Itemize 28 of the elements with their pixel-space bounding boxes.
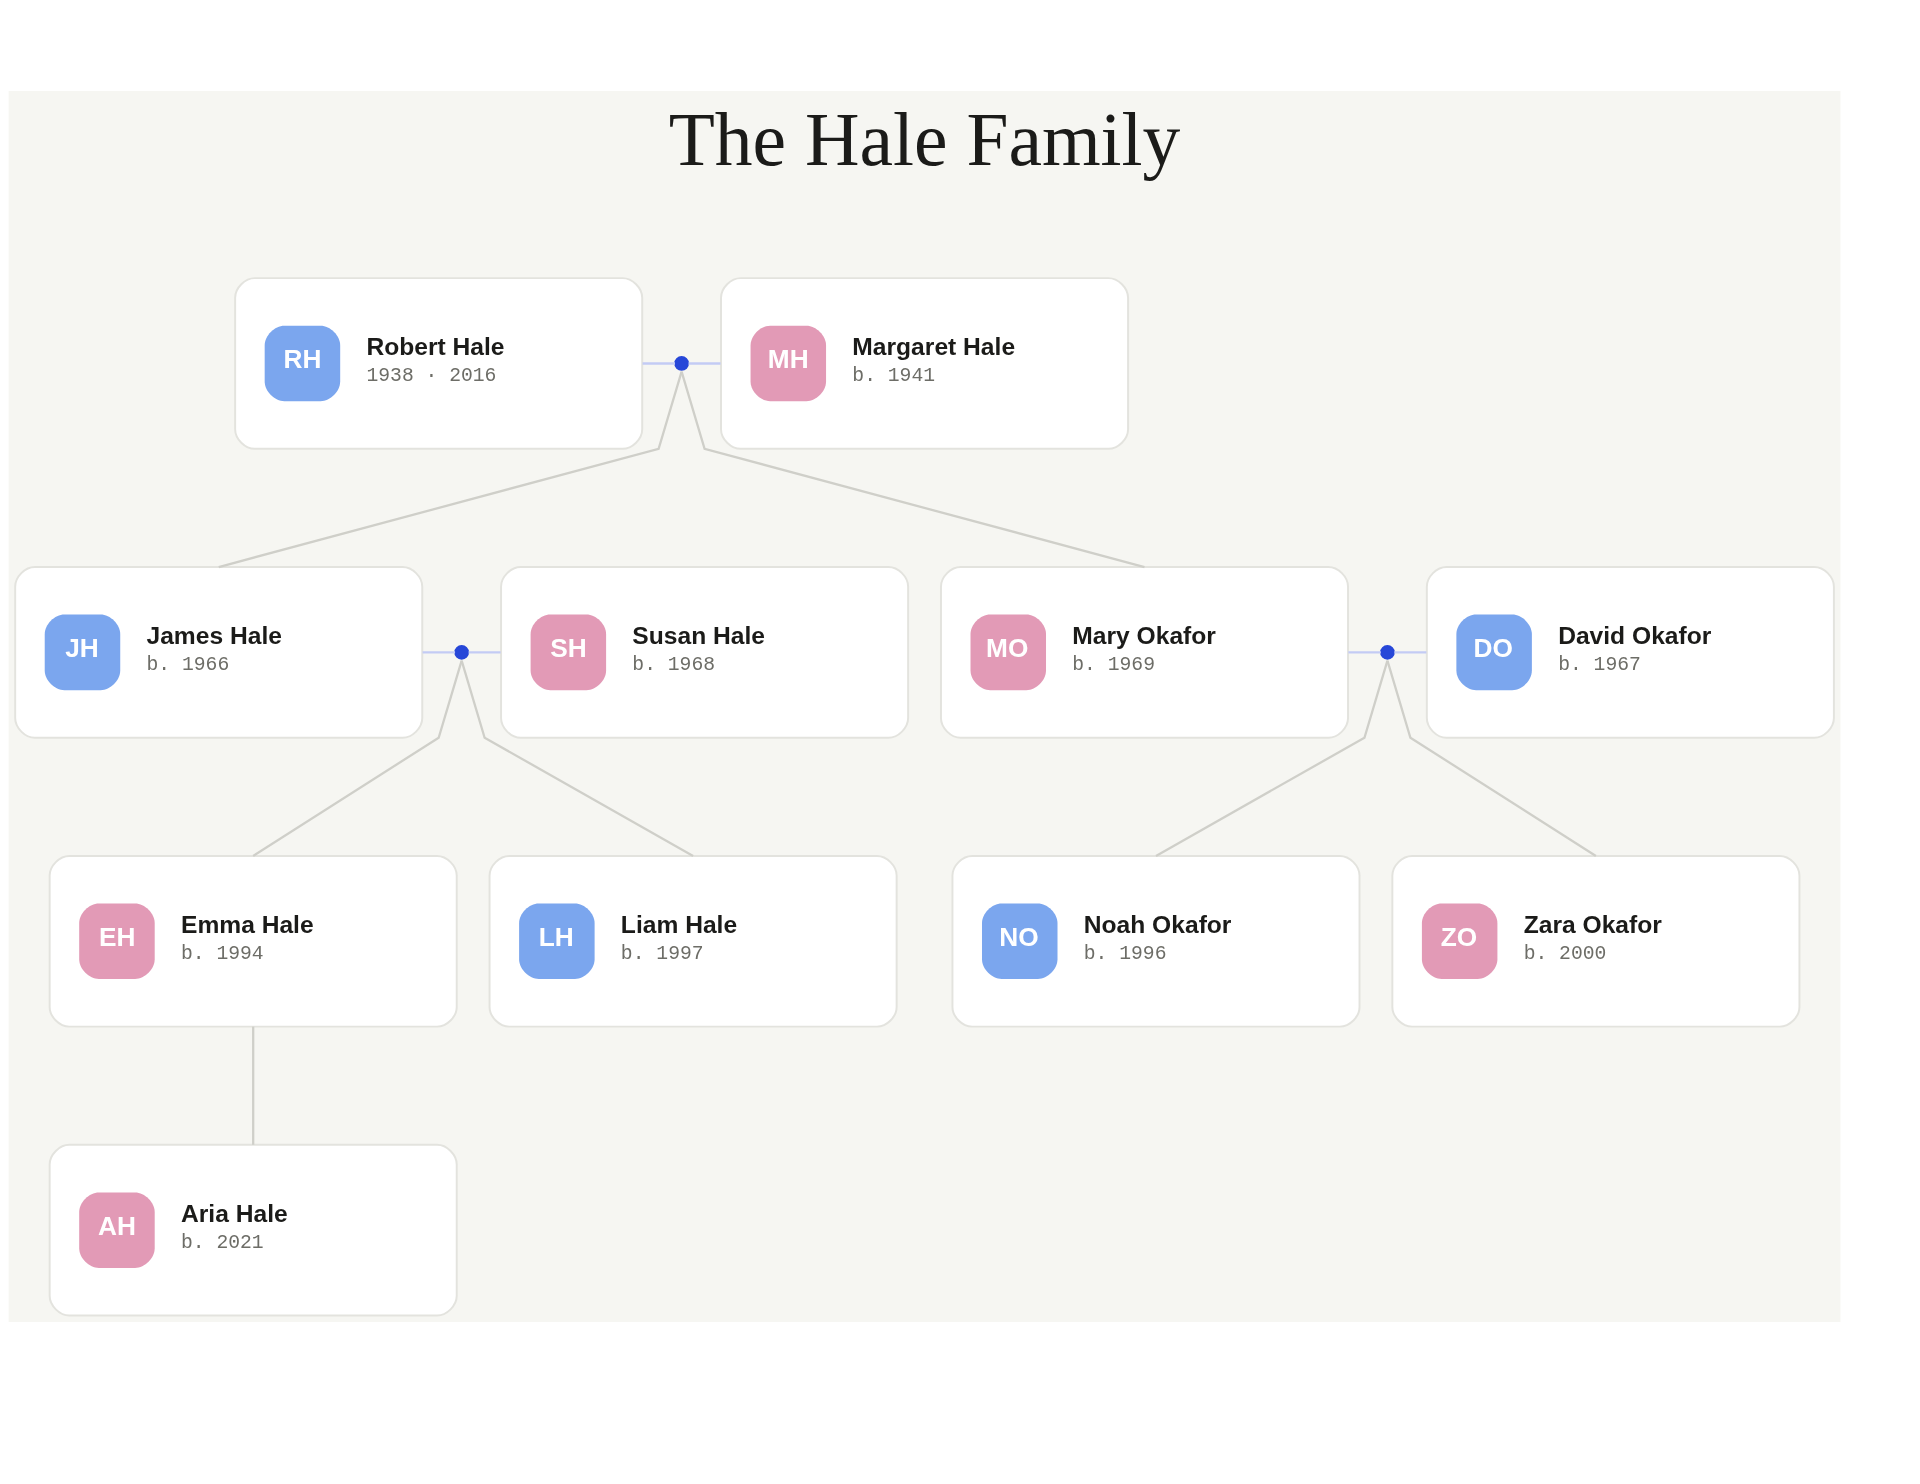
node-box: JH James Hale b. 1966 (14, 566, 424, 739)
connector (1394, 651, 1427, 654)
connector (1155, 660, 1389, 857)
connector (252, 1026, 255, 1145)
node-box: ZO Zara Okafor b. 2000 (1391, 854, 1801, 1028)
connector (1348, 651, 1381, 654)
node-box: LH Liam Hale b. 1997 (488, 854, 898, 1028)
connector (422, 651, 456, 654)
connector (642, 362, 675, 365)
node-box: MO Mary Okafor b. 1969 (939, 566, 1350, 739)
node-box: DO David Okafor b. 1967 (1425, 566, 1835, 739)
node-box: AH Aria Hale b. 2021 (48, 1143, 458, 1317)
connector (468, 651, 501, 654)
connector (460, 660, 694, 857)
connector (218, 371, 683, 569)
node-box: SH Susan Hale b. 1968 (500, 566, 910, 739)
node-box: EH Emma Hale b. 1994 (48, 854, 458, 1028)
node-circle (454, 645, 470, 660)
connector (252, 660, 463, 857)
connector (688, 362, 721, 365)
connector (1386, 660, 1597, 857)
diagram-title: The Hale Family (668, 97, 1181, 181)
node-box: NO Noah Okafor b. 1996 (951, 854, 1361, 1028)
node-circle (674, 356, 689, 371)
connector (680, 371, 1145, 569)
node-circle (1380, 645, 1395, 660)
node-box: RH Robert Hale 1938 · 2016 (234, 277, 644, 450)
node-box: MH Margaret Hale b. 1941 (720, 277, 1130, 450)
